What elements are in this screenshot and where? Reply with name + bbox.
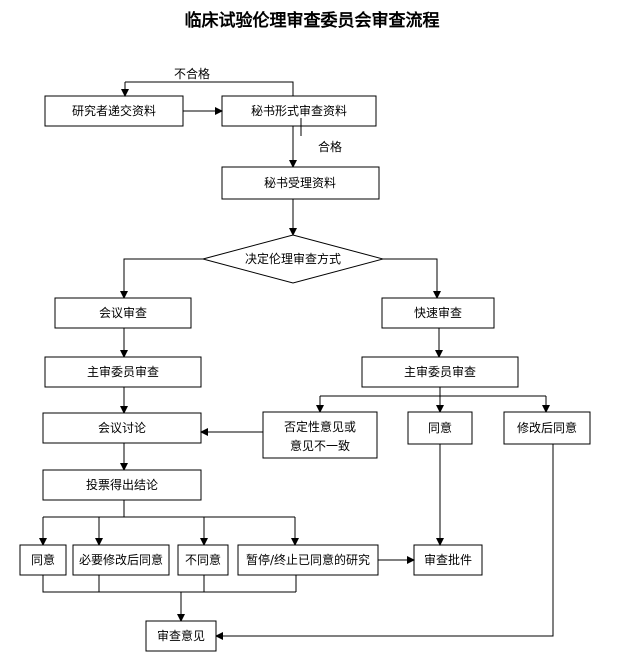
edge-label-fail: 不合格 [174,66,210,81]
node-negative: 否定性意见或 意见不一致 [262,411,378,459]
node-opinion-label: 审查意见 [157,628,205,643]
node-submit-label: 研究者递交资料 [72,103,156,118]
edge-fail-loop [121,81,294,97]
node-modify-then-agree-label: 必要修改后同意 [79,552,163,567]
node-secretary-review-label: 秘书形式审查资料 [251,103,347,118]
node-submit: 研究者递交资料 [44,95,184,127]
edge-decide-to-fast [383,258,441,299]
node-vote: 投票得出结论 [42,469,202,501]
node-negative-label-line1: 否定性意见或 [284,419,356,434]
edge-decide-to-meeting [120,258,203,299]
node-main-reviewer-left: 主审委员审查 [44,356,202,388]
node-fast-review-label: 快速审查 [414,305,462,320]
edge-bottom-collect-bar [42,575,297,593]
edge-vote-branch-bar [43,500,295,518]
node-agree-label: 同意 [31,552,55,567]
edge-label-pass: 合格 [318,139,342,154]
node-agree-after-modify-right: 修改后同意 [503,411,591,445]
node-meeting-review-label: 会议审查 [99,305,147,320]
node-agree: 同意 [19,544,67,576]
node-main-reviewer-left-label: 主审委员审查 [87,364,159,379]
node-modify-then-agree: 必要修改后同意 [72,544,170,576]
node-negative-label-line2: 意见不一致 [290,438,350,453]
node-meeting-discuss: 会议讨论 [42,412,202,444]
node-vote-label: 投票得出结论 [86,477,158,492]
node-meeting-discuss-label: 会议讨论 [98,421,146,435]
node-agree-right: 同意 [407,411,473,445]
node-decide-method: 决定伦理审查方式 [201,234,385,284]
node-suspend: 暂停/终止已同意的研究 [237,544,379,576]
node-fast-review: 快速审查 [381,297,495,329]
node-secretary-review: 秘书形式审查资料 [221,95,377,127]
node-suspend-label: 暂停/终止已同意的研究 [246,552,370,567]
node-agree-after-modify-right-label: 修改后同意 [517,420,577,435]
node-approval: 审查批件 [413,544,483,576]
diagram-title: 临床试验伦理审查委员会审查流程 [185,10,440,31]
edge-main-right-branch-bar [320,387,546,397]
node-agree-right-label: 同意 [428,420,452,435]
node-meeting-review: 会议审查 [54,297,192,329]
node-decide-method-label: 决定伦理审查方式 [245,251,341,266]
node-disagree-label: 不同意 [185,552,221,567]
edge-modify-right-to-opinion [215,444,554,640]
node-disagree: 不同意 [177,544,229,576]
node-accept: 秘书受理资料 [221,166,380,200]
node-opinion: 审查意见 [145,620,217,652]
node-accept-label: 秘书受理资料 [264,176,336,190]
node-main-reviewer-right-label: 主审委员审查 [404,364,476,379]
node-approval-label: 审查批件 [424,552,472,567]
node-main-reviewer-right: 主审委员审查 [361,356,519,388]
